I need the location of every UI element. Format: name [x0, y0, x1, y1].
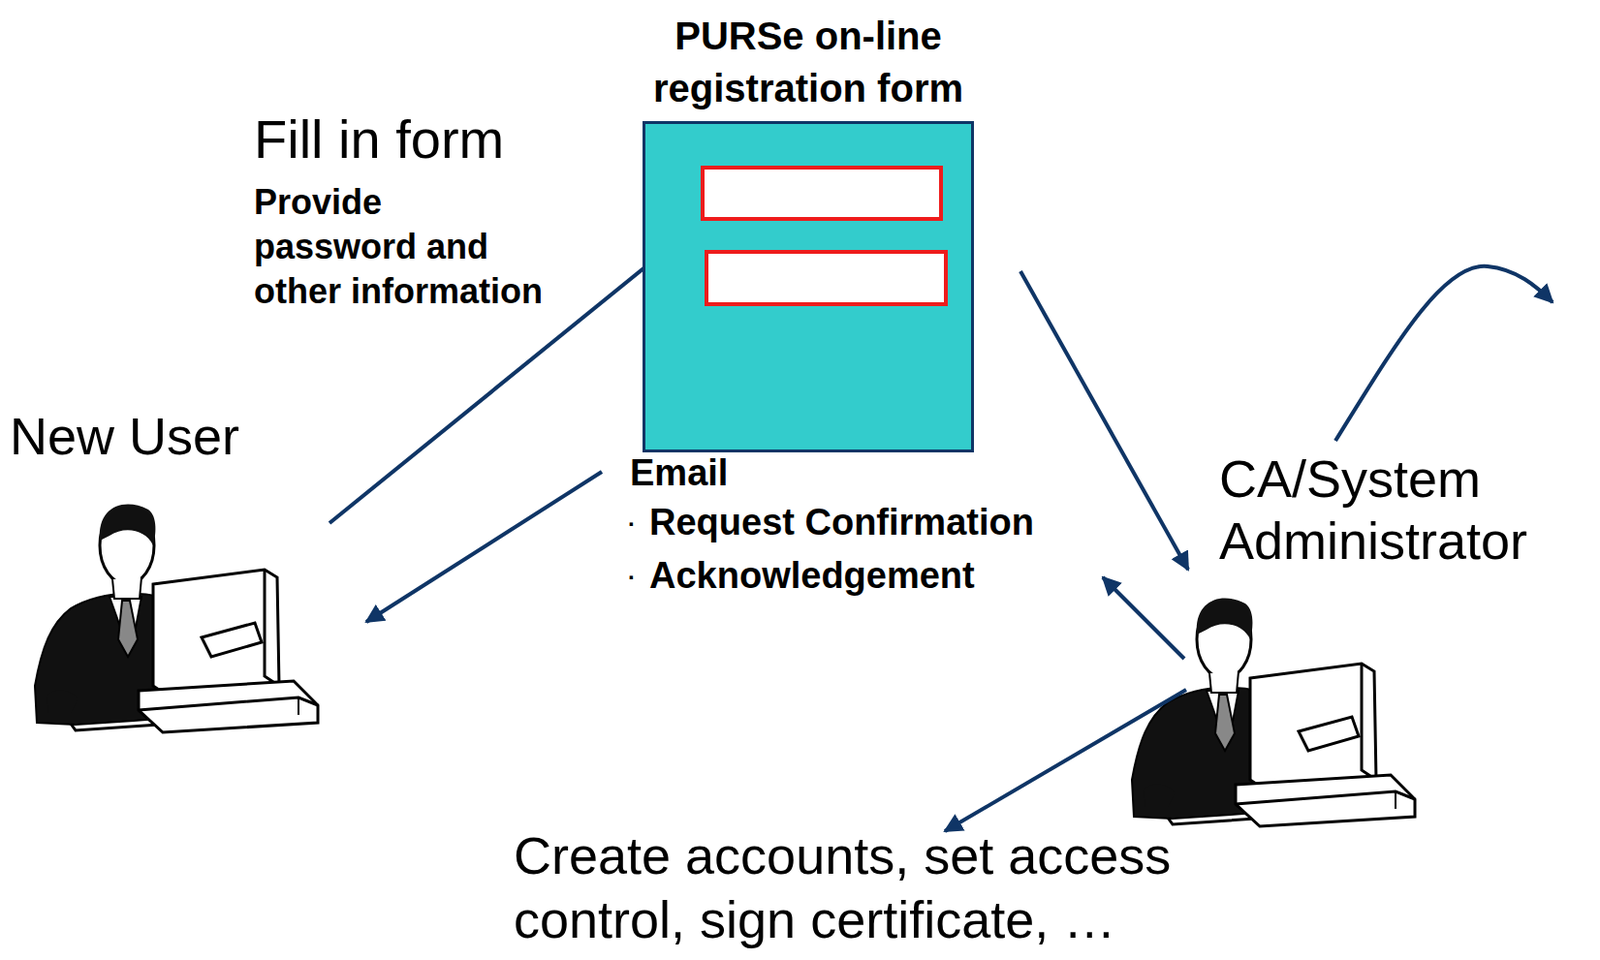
- input-field: [700, 165, 943, 221]
- flow-arrow: [366, 471, 602, 623]
- form-title: PURSe on-line registration form: [613, 9, 1004, 115]
- admin-node: CA/System Administrator: [1219, 447, 1596, 584]
- email-item: Acknowledgement: [649, 553, 1115, 598]
- form-box: PURSe on-line registration form: [642, 121, 974, 453]
- flow-arrow: [1020, 271, 1189, 570]
- user-figure: [34, 504, 318, 733]
- bullet: ·: [627, 565, 648, 590]
- leader-arrow: [944, 690, 1187, 832]
- admin-tasks: Create accounts, set access control, sig…: [513, 823, 1318, 952]
- step-label: Fill in form: [253, 108, 565, 171]
- actor-name: CA/System Administrator: [1219, 447, 1596, 572]
- admin-figure: [1131, 598, 1415, 827]
- bullet: ·: [627, 512, 648, 536]
- email-item: Request Confirmation: [649, 500, 1115, 545]
- email-label: Email: [629, 450, 824, 496]
- user-node: New User: [9, 405, 340, 735]
- curved-arrow: [1335, 266, 1553, 441]
- step-note: Provide password and other information: [253, 180, 555, 314]
- input-field: [704, 250, 948, 307]
- actor-name: New User: [9, 405, 340, 468]
- leader-arrow: [1102, 577, 1185, 659]
